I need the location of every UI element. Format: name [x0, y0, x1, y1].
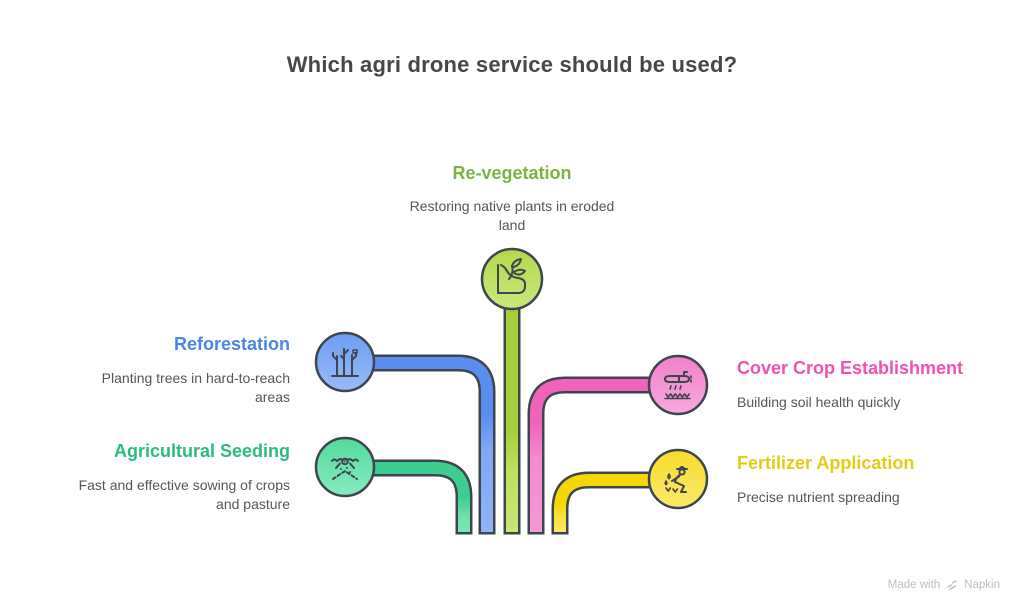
agricultural-seeding-label: Agricultural Seeding — [113, 441, 290, 461]
re-vegetation-description: Restoring native plants in eroded land — [409, 198, 615, 233]
node-agricultural-seeding: Agricultural Seeding Fast and effective … — [30, 441, 290, 513]
cover-crop-description: Building soil health quickly — [737, 394, 901, 410]
re-vegetation-badge — [480, 247, 544, 311]
fertilizer-badge — [647, 448, 709, 510]
node-badges — [314, 247, 709, 510]
crop-duster-plane-icon — [664, 371, 692, 400]
young-trees-icon — [331, 348, 359, 377]
napkin-logo-icon — [947, 580, 957, 591]
pipe-fertilizer — [554, 474, 671, 532]
hand-sower-icon — [664, 466, 688, 493]
connector-pipes — [351, 290, 671, 535]
reforestation-label: Reforestation — [173, 334, 290, 354]
seeding-drone-icon — [331, 457, 359, 480]
watermark-brand: Napkin — [964, 579, 1000, 591]
node-cover-crop-establishment: Cover Crop Establishment Building soil h… — [737, 358, 1007, 412]
watermark-prefix: Made with — [887, 579, 941, 591]
cover-crop-badge — [647, 354, 709, 416]
watermark: Made with Napkin — [888, 578, 1000, 592]
fertilizer-description: Precise nutrient spreading — [737, 489, 900, 505]
node-re-vegetation: Re-vegetation Restoring native plants in… — [362, 163, 662, 234]
pipe-agricultural-seeding — [351, 462, 470, 532]
node-reforestation: Reforestation Planting trees in hard-to-… — [30, 334, 290, 406]
pipe-cover-crop — [530, 379, 671, 532]
pipe-reforestation — [352, 357, 493, 532]
cover-crop-label: Cover Crop Establishment — [737, 358, 964, 378]
re-vegetation-label: Re-vegetation — [452, 163, 572, 183]
page-title: Which agri drone service should be used? — [286, 52, 738, 77]
agricultural-seeding-description: Fast and effective sowing of crops and p… — [78, 477, 290, 512]
reforestation-description: Planting trees in hard-to-reach areas — [101, 370, 290, 405]
agricultural-seeding-badge — [314, 436, 376, 498]
node-fertilizer-application: Fertilizer Application Precise nutrient … — [737, 453, 1007, 507]
sprout-on-eroded-land-icon — [497, 258, 526, 294]
fertilizer-label: Fertilizer Application — [737, 453, 915, 473]
